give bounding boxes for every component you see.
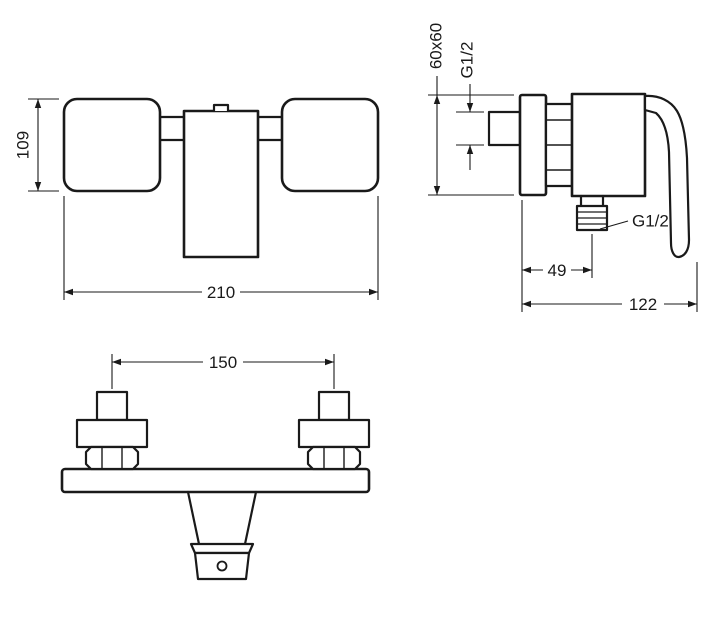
bottom-centers-label: 150: [209, 353, 237, 372]
arrow-left-icon: [64, 288, 73, 296]
callout-outlet-thread: G1/2: [599, 212, 669, 231]
bottom-spout-funnel: [186, 490, 258, 546]
arrow-right-icon: [583, 266, 592, 274]
spout-hole: [216, 560, 228, 572]
side-flange-label: 60x60: [427, 23, 446, 69]
bottom-view: 150: [60, 353, 371, 581]
arrow-up-icon: [466, 145, 474, 154]
side-offset-label: 49: [548, 261, 567, 280]
side-view: 60x60 G1/2 G1/2 49: [427, 23, 698, 314]
side-outlet-thread-label: G1/2: [632, 212, 669, 231]
bottom-body-bar: [60, 467, 371, 494]
bottom-left-mount: [75, 390, 149, 471]
arrow-left-icon: [522, 300, 531, 308]
front-handle: [182, 103, 260, 259]
arrow-right-icon: [688, 300, 697, 308]
side-inlet-fitting: [487, 110, 522, 147]
side-wall-flange: [518, 93, 548, 197]
front-right-flange: [280, 97, 380, 193]
front-view: 109 210: [14, 97, 380, 302]
arrow-right-icon: [325, 358, 334, 366]
hex-nut: [84, 445, 140, 471]
side-mounting-nut: [544, 102, 574, 188]
dimension-side-offset: 49: [521, 200, 593, 312]
bottom-right-mount: [297, 390, 371, 471]
side-depth-label: 122: [629, 295, 657, 314]
arrow-left-icon: [112, 358, 121, 366]
arrow-up-icon: [433, 95, 441, 104]
dimension-side-depth: 122: [522, 262, 698, 314]
front-height-label: 109: [14, 131, 33, 159]
hex-nut: [306, 445, 362, 471]
arrow-left-icon: [522, 266, 531, 274]
side-inlet-thread-label: G1/2: [458, 42, 477, 79]
bottom-spout: [189, 542, 255, 581]
front-left-flange: [62, 97, 162, 193]
arrow-down-icon: [466, 103, 474, 112]
arrow-down-icon: [433, 186, 441, 195]
front-width-label: 210: [207, 283, 235, 302]
dimension-bottom-centers: 150: [111, 353, 335, 389]
arrow-down-icon: [34, 182, 42, 191]
dimension-front-height: 109: [14, 98, 59, 192]
arrow-up-icon: [34, 99, 42, 108]
side-outlet-spout: [575, 194, 609, 232]
front-handle-notch: [212, 103, 230, 113]
dimension-side-inlet-thread: G1/2: [456, 42, 484, 170]
side-handle-lever: [643, 94, 691, 259]
side-mixer-body: [570, 92, 647, 198]
dimension-side-flange: 60x60: [427, 23, 514, 196]
arrow-right-icon: [369, 288, 378, 296]
dimension-front-width: 210: [63, 196, 379, 302]
